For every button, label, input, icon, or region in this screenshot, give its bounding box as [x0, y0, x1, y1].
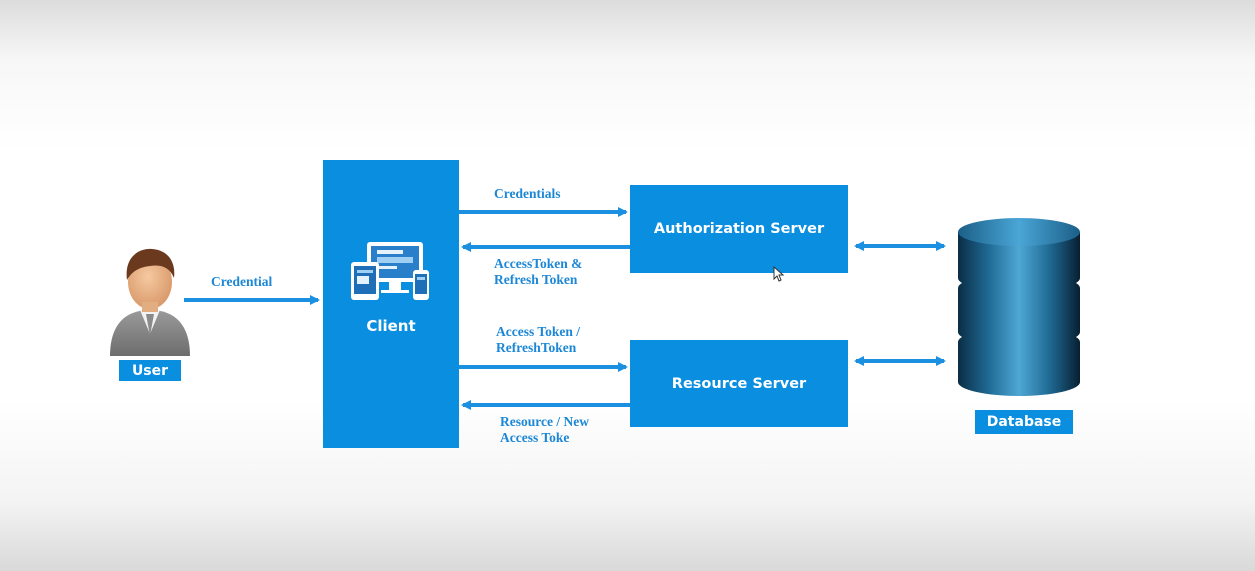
resource-server-node: Resource Server: [630, 340, 848, 427]
edge-label-resource: Resource / New Access Toke: [500, 414, 589, 446]
database-node: Database: [952, 214, 1086, 436]
edge-label-access-token: Access Token / RefreshToken: [496, 324, 580, 356]
client-node: Client: [323, 160, 459, 448]
devices-icon: [351, 242, 429, 300]
edge-label-credentials: Credentials: [494, 186, 561, 201]
resource-server-label: Resource Server: [671, 375, 807, 392]
database-label: Database: [975, 410, 1073, 434]
mouse-cursor-icon: [773, 266, 785, 282]
edge-label-line: Access Token /: [496, 324, 581, 339]
edge-label-line: Resource / New: [500, 414, 589, 429]
user-avatar-icon: [110, 248, 190, 356]
user-node: User: [104, 244, 196, 384]
edge-label-line: RefreshToken: [496, 340, 577, 355]
edge-label-line: AccessToken &: [494, 256, 583, 271]
edge-label-access-refresh: AccessToken & Refresh Token: [494, 256, 582, 288]
edge-label-line: Refresh Token: [494, 272, 578, 287]
client-label: Client: [366, 317, 416, 335]
user-label: User: [119, 360, 181, 381]
edge-label-credential: Credential: [211, 274, 273, 289]
database-cylinder-icon: [958, 218, 1080, 396]
authorization-server-node: Authorization Server: [630, 185, 848, 273]
authorization-server-label: Authorization Server: [653, 221, 825, 237]
edge-label-line: Access Toke: [500, 430, 570, 445]
